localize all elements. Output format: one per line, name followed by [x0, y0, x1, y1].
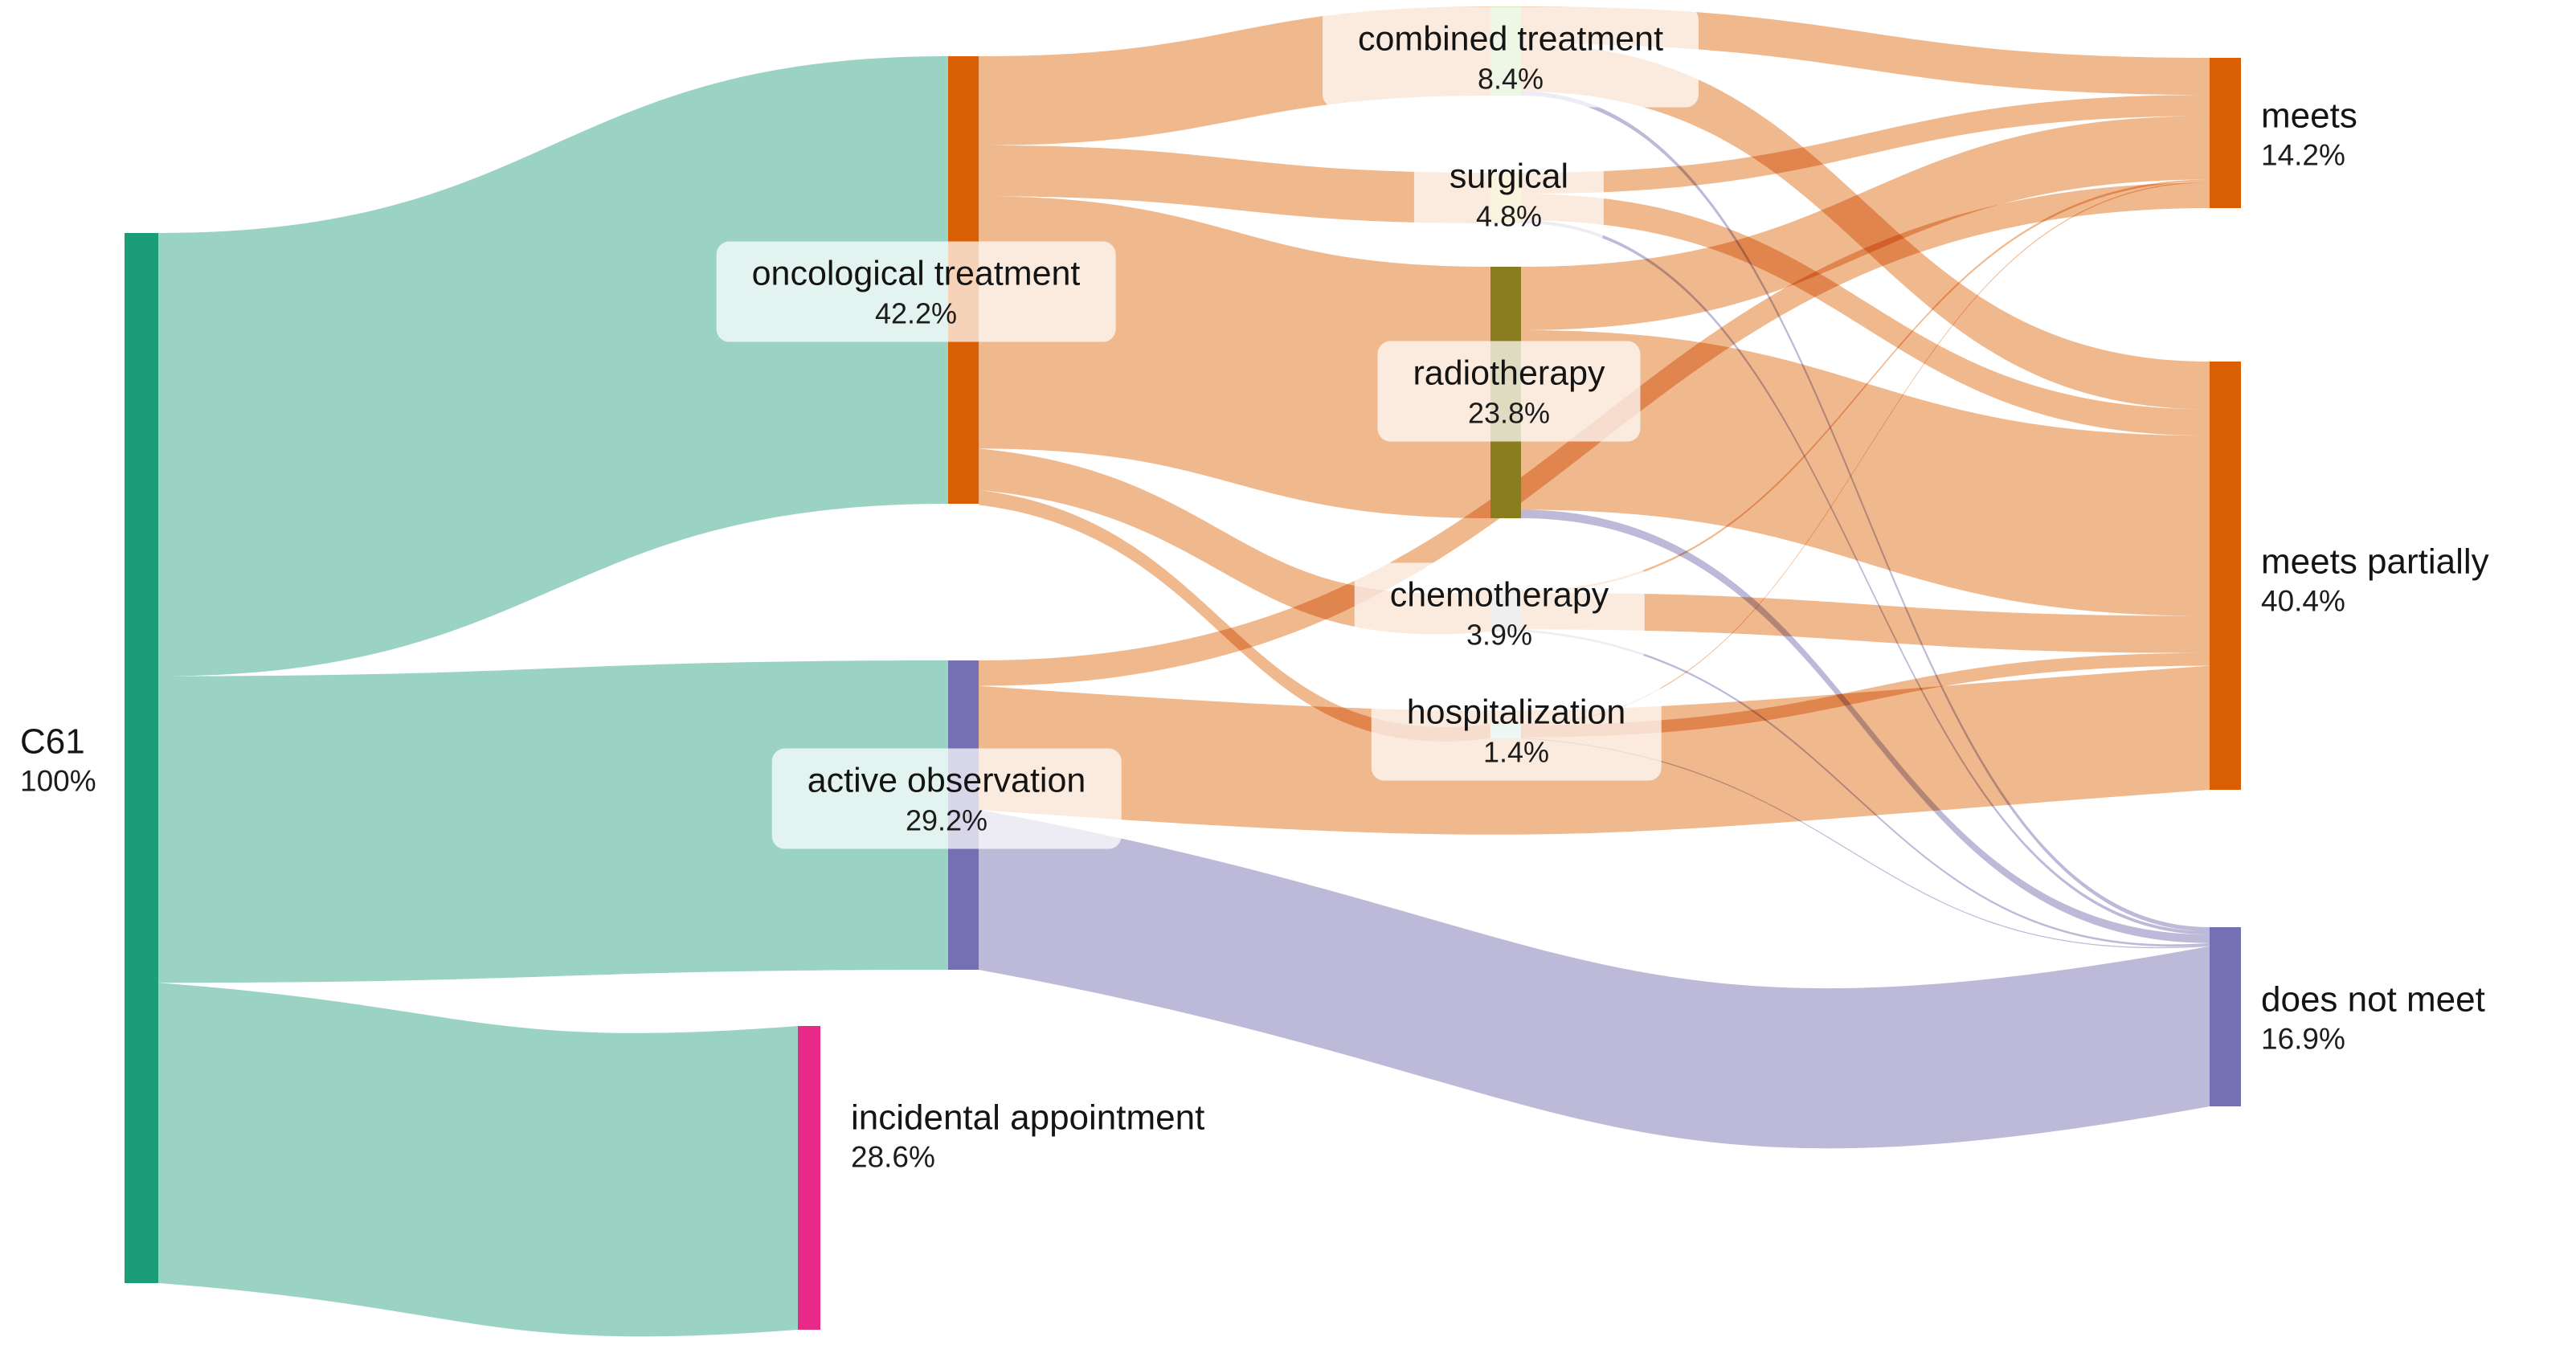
- flow-chemotherapy-partially: [1521, 592, 2210, 653]
- flow-radiotherapy-partially: [1521, 329, 2210, 616]
- node-c61: [125, 233, 158, 1283]
- node-incidental: [798, 1026, 820, 1330]
- flow-chemotherapy-meets: [1521, 179, 2210, 593]
- node-hospitalization: [1490, 724, 1521, 738]
- flow-c61-active: [158, 660, 948, 983]
- node-chemotherapy: [1490, 591, 1521, 632]
- flow-surgical-meets: [1521, 95, 2210, 194]
- node-oncological: [948, 56, 979, 504]
- flow-surgical-partially: [1521, 194, 2210, 436]
- flow-surgical-dnm: [1521, 220, 2210, 935]
- flow-c61-incidental: [158, 983, 798, 1337]
- node-active: [948, 660, 979, 970]
- flow-hospitalization-meets: [1521, 182, 2210, 726]
- node-meets: [2210, 58, 2241, 208]
- node-dnm: [2210, 927, 2241, 1106]
- node-surgical: [1490, 173, 1521, 223]
- flow-radiotherapy-meets: [1521, 116, 2210, 330]
- flow-active-dnm: [979, 809, 2210, 1149]
- flow-oncological-surgical: [979, 145, 1490, 223]
- node-radiotherapy: [1490, 267, 1521, 518]
- flow-c61-oncological: [158, 56, 948, 677]
- node-combined: [1490, 6, 1521, 96]
- node-partially: [2210, 362, 2241, 790]
